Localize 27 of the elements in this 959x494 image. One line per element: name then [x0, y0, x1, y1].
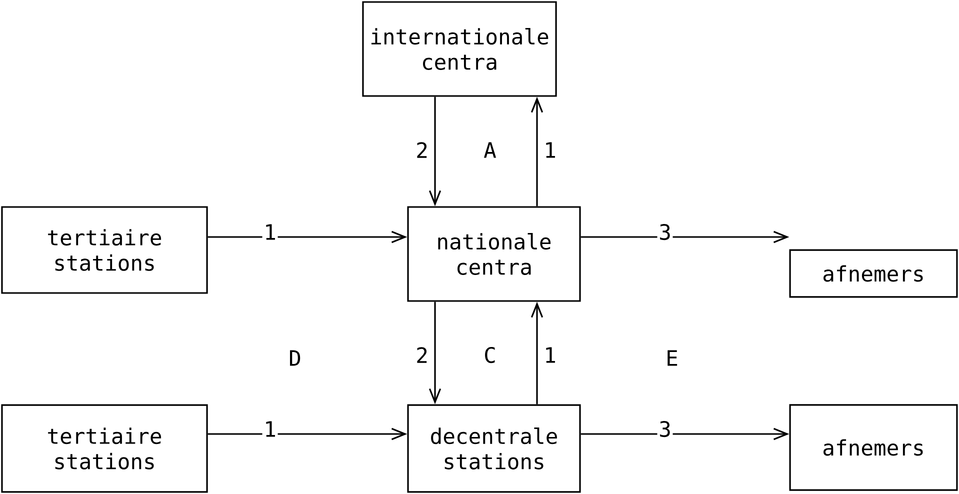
- arrow: [580, 230, 790, 244]
- arrow: [580, 428, 790, 440]
- arrow: [530, 96, 544, 206]
- arrow: [428, 96, 442, 206]
- arrow: [208, 230, 408, 244]
- region-letter: A: [484, 142, 496, 158]
- region-letter: E: [668, 350, 678, 366]
- process-box: tertiaire stations: [1, 404, 208, 493]
- edge-label: 3: [657, 420, 673, 438]
- arrow: [530, 302, 544, 404]
- process-box: afnemers: [789, 249, 958, 298]
- edge-label: 1: [546, 347, 555, 363]
- edge-label: 2: [417, 142, 427, 158]
- edge-label: 1: [262, 222, 278, 242]
- process-box: nationale centra: [407, 206, 581, 302]
- region-letter: C: [485, 346, 495, 364]
- edge-label: 1: [546, 142, 555, 158]
- region-letter: D: [290, 350, 300, 366]
- edge-label: 3: [657, 222, 673, 242]
- process-box: decentrale stations: [407, 404, 581, 493]
- edge-label: 1: [262, 420, 278, 438]
- process-box: internationale centra: [362, 1, 557, 97]
- arrow: [428, 302, 442, 404]
- edge-label: 2: [417, 347, 427, 363]
- arrow: [208, 428, 408, 440]
- process-box: afnemers: [789, 404, 958, 491]
- process-box: tertiaire stations: [1, 206, 208, 294]
